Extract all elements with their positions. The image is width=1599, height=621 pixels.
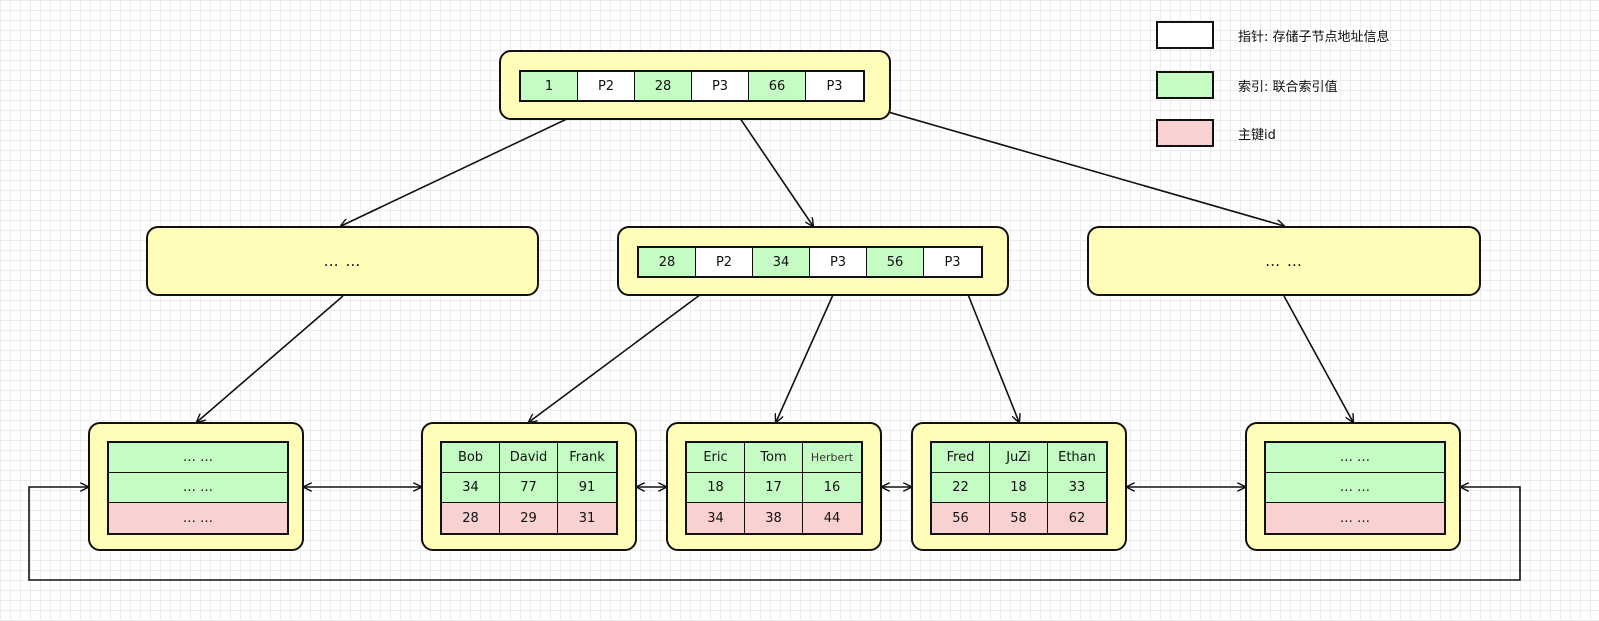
leaf-value-cell: 91 [558,473,616,503]
legend-primary-key: 主键id [1156,119,1276,147]
leaf-node-1: Bob David Frank 34 77 91 28 29 31 [421,422,637,551]
leaf-id-cell: 29 [500,503,558,533]
leaf-name-cell: Frank [558,443,616,473]
middle-key-row: 28 P2 34 P3 56 P3 [637,246,983,278]
leaf-name-cell: Fred [932,443,990,473]
leaf-id-cell: 38 [745,503,803,533]
leaf-node-3: Fred JuZi Ethan 22 18 33 56 58 62 [911,422,1127,551]
leaf1-grid: Bob David Frank 34 77 91 28 29 31 [440,441,618,535]
leaf-left-id-row: … … [109,503,287,533]
middle-left-node: … … [146,226,539,296]
legend-primary-key-label: 主键id [1238,127,1276,143]
leaf-link-wraparound [28,487,1521,581]
middle-pointer-cell: P3 [810,248,867,276]
leaf-id-cell: 58 [990,503,1048,533]
leaf-value-cell: 18 [687,473,745,503]
leaf-right-id-row: … … [1266,503,1444,533]
leaf-value-cell: 18 [990,473,1048,503]
root-index-cell: 28 [635,72,692,100]
leaf-name-cell: Ethan [1048,443,1106,473]
root-index-cell: 1 [521,72,578,100]
edge-center-p3-to-leaf2 [776,276,842,422]
legend-primary-key-swatch [1156,119,1214,147]
leaf-value-cell: 17 [745,473,803,503]
leaf-name-cell: Eric [687,443,745,473]
edge-left-branch-to-left-leaf [197,295,344,422]
root-node: 1 P2 28 P3 66 P3 [499,50,891,120]
leaf2-grid: Eric Tom Herbert 18 17 16 34 38 44 [685,441,863,535]
legend-pointer-swatch [1156,21,1214,49]
legend-index: 索引: 联合索引值 [1156,71,1338,99]
leaf-id-cell: 56 [932,503,990,533]
root-key-row: 1 P2 28 P3 66 P3 [519,70,865,102]
legend-pointer-label: 指针: 存储子节点地址信息 [1238,29,1390,45]
leaf-id-cell: 44 [803,503,861,533]
root-pointer-cell: P2 [578,72,635,100]
leaf-value-cell: 77 [500,473,558,503]
root-pointer-cell: P3 [806,72,863,100]
leaf-name-cell: Tom [745,443,803,473]
leaf-left-index-row: … … [109,443,287,473]
legend-index-label: 索引: 联合索引值 [1238,79,1338,95]
middle-right-node: … … [1087,226,1481,296]
edge-center-p2-to-leaf1 [529,276,725,422]
leaf-name-cell: Bob [442,443,500,473]
leaf-name-cell: Herbert [803,443,861,473]
leaf-node-left: … … … … … … [88,422,304,551]
leaf-left-stack: … … … … … … [107,441,289,535]
middle-pointer-cell: P2 [696,248,753,276]
leaf-id-cell: 28 [442,503,500,533]
middle-index-cell: 34 [753,248,810,276]
middle-index-cell: 28 [639,248,696,276]
leaf-value-cell: 34 [442,473,500,503]
leaf-node-right: … … … … … … [1245,422,1461,551]
leaf-left-index-row: … … [109,473,287,503]
edge-root-p3-to-center-branch [726,98,813,226]
leaf-value-cell: 33 [1048,473,1106,503]
middle-pointer-cell: P3 [924,248,981,276]
leaf-value-cell: 16 [803,473,861,503]
leaf-right-index-row: … … [1266,443,1444,473]
leaf-id-cell: 31 [558,503,616,533]
leaf-node-2: Eric Tom Herbert 18 17 16 34 38 44 [666,422,882,551]
leaf-right-stack: … … … … … … [1264,441,1446,535]
edge-root-p2-to-left-branch [341,98,610,226]
leaf-name-cell: David [500,443,558,473]
legend-index-swatch [1156,71,1214,99]
root-index-cell: 66 [749,72,806,100]
legend-pointer: 指针: 存储子节点地址信息 [1156,21,1390,49]
middle-index-cell: 56 [867,248,924,276]
root-pointer-cell: P3 [692,72,749,100]
middle-center-node: 28 P2 34 P3 56 P3 [617,226,1009,296]
leaf-id-cell: 62 [1048,503,1106,533]
leaf-value-cell: 22 [932,473,990,503]
edge-right-branch-to-right-leaf [1283,295,1353,422]
leaf3-grid: Fred JuZi Ethan 22 18 33 56 58 62 [930,441,1108,535]
leaf-name-cell: JuZi [990,443,1048,473]
edge-center-p3-to-leaf3 [960,276,1019,422]
leaf-right-index-row: … … [1266,473,1444,503]
leaf-id-cell: 34 [687,503,745,533]
edge-root-p3-to-right-branch [842,98,1284,226]
